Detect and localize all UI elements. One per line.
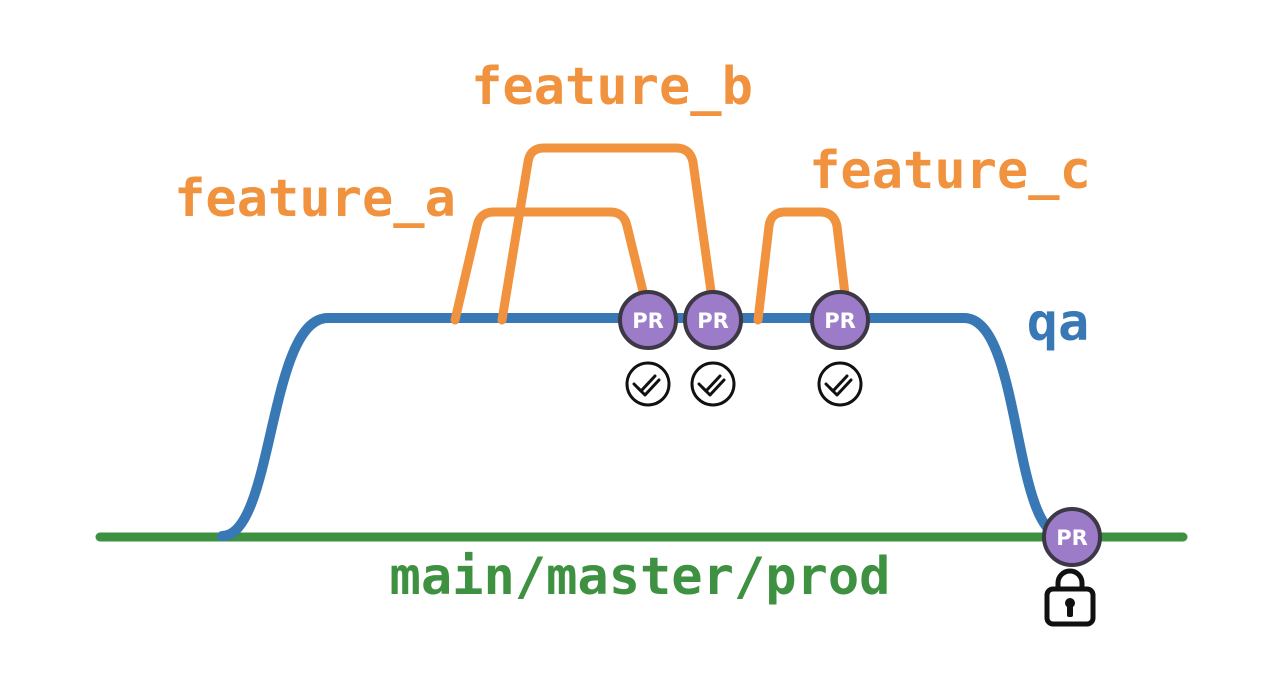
pr-badge-text: PR — [824, 309, 856, 333]
main-branch-label: main/master/prod — [390, 547, 891, 607]
lock-keyhole — [1065, 598, 1075, 608]
lock-shackle — [1055, 568, 1085, 590]
pr-badge-text: PR — [632, 309, 664, 333]
pr-badge-circle — [683, 290, 743, 350]
pr-badge-circle — [618, 290, 678, 350]
approval-check-icon-feature-b — [690, 361, 736, 407]
lock-icon — [1044, 568, 1096, 627]
feature-c-branch-line — [753, 207, 853, 325]
approval-check-icon-feature-c — [817, 361, 863, 407]
feature-b-branch-line — [497, 143, 720, 325]
pr-badge-text: PR — [1056, 526, 1088, 550]
approval-check-icon-feature-a — [625, 361, 671, 407]
pr-badge-text: PR — [697, 309, 729, 333]
qa-label: qa — [1027, 293, 1090, 353]
feature-a-branch-line — [450, 207, 655, 325]
pr-badge-circle — [810, 290, 870, 350]
feature-c-label: feature_c — [809, 141, 1091, 201]
pr-badge-circle — [1042, 507, 1102, 567]
pr-badge-feature-b: PR — [683, 290, 743, 350]
qa-branch-line — [217, 313, 1068, 541]
pr-badge-qa-to-main: PR — [1042, 507, 1102, 567]
check-mark-echo — [824, 374, 849, 393]
pr-badge-feature-c: PR — [810, 290, 870, 350]
pr-badge-feature-a: PR — [618, 290, 678, 350]
check-mark-echo — [697, 374, 722, 393]
feature-a-label: feature_a — [174, 169, 456, 229]
lock-keyhole-slot — [1067, 605, 1073, 617]
feature-b-label: feature_b — [471, 57, 753, 117]
check-mark-echo — [632, 374, 657, 393]
